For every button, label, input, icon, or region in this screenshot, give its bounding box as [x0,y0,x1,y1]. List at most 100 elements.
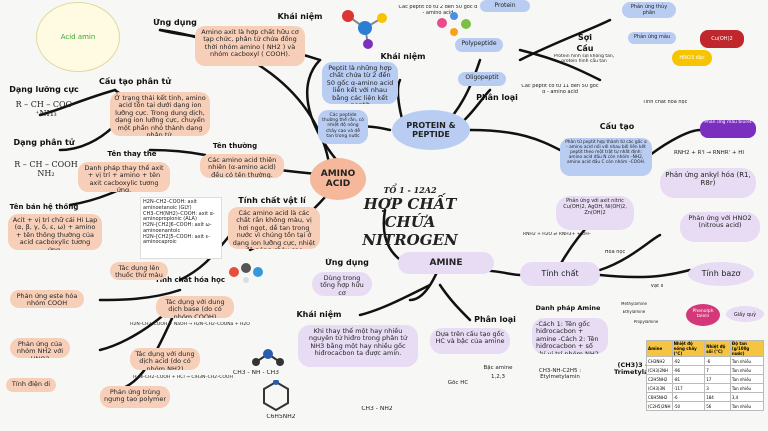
aa-phan-ung-este: Phản ứng este hóa nhóm COOH [10,290,84,308]
aa-tinh-chat-vat-li-text: Các amino acid là các chất rắn không màu… [228,207,320,249]
table-cell: Tan nhiều [729,356,765,366]
aa-tac-dung-kiem: Tác dụng lên thuốc thử màu [110,262,168,280]
bac-amine: Bậc amine [483,365,513,371]
amine-ex-ethyl: CH3-NH-C2H5 : Etylmetylamin [538,368,582,381]
aa-cau-tao-label: Cấu tạo phân tử [98,77,172,86]
table-cell: C6H5NH2 [646,392,673,402]
c6h5nh2-label: C6H5NH2 [266,414,296,420]
ethylamine-label: Ethylamine [622,310,646,314]
peptide-center[interactable]: PROTEIN & PEPTIDE [392,110,470,150]
peptide-center-label: PROTEIN & PEPTIDE [406,120,456,139]
protein-soi: Sợi [578,33,592,42]
polypeptide-molecule-icon [437,12,471,36]
cuoh2-node: Cu(OH)2 [700,30,744,48]
aa-cau-tao-text: Ở trạng thái kết tinh, amino acid tồn tạ… [110,92,210,136]
tinh-bazo-node[interactable]: Tính bazơ [688,262,754,286]
aa-tac-dung-acid: Tác dụng với dung dịch acid (do có nhóm … [130,348,200,370]
amine-hno2[interactable]: Phản ứng với HNO2 (nitrous acid) [680,212,760,242]
peptide-khai-niem-text: Peptit là những hợp chất chứa từ 2 đến 5… [322,62,398,104]
table-cell: (CH3)3N [646,383,673,393]
amine-muoi[interactable]: Phản ứng với axit nitric Cu(OH)2, AgOH, … [556,196,634,230]
table-cell: C2H5NH2 [646,374,673,384]
dang-luong-cuc-formula: R – CH – COO⁻⁺NH₃ [15,100,77,119]
ch3nh2-label: CH3 - NH2 [361,406,393,412]
peptide-khai-niem-label: Khái niệm [380,52,426,61]
aa-example-4: H2N–[CH2]5–COOH: axit ε-aminocaproic [143,233,211,246]
peptide-cau-tao-text: Phân tử peptit hợp thành từ các gốc α - … [560,138,652,176]
oligopeptit-node[interactable]: Oligopeptit [458,72,506,86]
amine-danh-phap-text: -Cách 1: Tên gốc hiđrocacbon + amine -Cá… [532,318,608,354]
mau-biuret-node[interactable]: Phản ứng màu biuret [700,120,756,138]
peptide-side-text: Các peptide thường thể rắn, có nhiệt độ … [318,110,368,144]
protein-node[interactable]: Protein [480,0,530,12]
main-title: TỔ 1 - 12A2 HỢP CHẤT CHỨA NITROGEN [340,185,480,249]
amino-acid-center[interactable]: AMINO ACID [310,158,366,200]
molecule-icon [342,10,387,49]
table-cell: -6 [671,392,706,402]
aa-example-1: H2N–CH2–COOH: axit aminoetanoic (GLY) [143,199,197,211]
amine-center[interactable]: AMINE [398,252,494,274]
table-header: Nhiệt độ sôi (°C) [704,340,731,357]
table-cell: (CH3)2NH [646,365,673,375]
hoa-hoc-label: Hóa học [604,250,626,255]
table-cell: 56 [704,401,731,411]
amine-phan-loai-text: Dựa trên cấu tạo gốc HC và bậc của amine [430,328,510,354]
oligo-text: Các peptit có từ 11 đến 50 gốc α - amino… [521,84,599,95]
peptide-top-text: Các peptit có từ 2 đến 50 gốc α - amino … [398,5,478,16]
aa-phan-ung-hno2: Phản ứng của nhóm NH2 với HNO2 [10,338,70,358]
aa-tinh-chat-hoa-hoc-label: Tính chất hóa học [154,276,226,284]
amine-danh-phap-label: Danh pháp Amine [535,305,601,312]
eq-ankyl: RNH2 + R'I → RNHR' + HI [673,150,744,156]
peptide-phan-loai-label: Phân loại [476,93,518,102]
table-header: Amine [646,340,673,357]
aa-ten-thuong-text: Các amino acid thiên nhiên (α-amino acid… [200,154,284,178]
goc-hc: Gốc HC [447,380,469,386]
table-cell: 3,4 [729,392,765,402]
title-group: TỔ 1 - 12A2 [383,185,437,195]
amine-tinh-chat[interactable]: Tính chất [520,262,600,286]
aa-ten-ban-he-label: Tên bán hệ thống [9,203,79,211]
aa-ten-ban-he-text: Acit + vị trí chữ cái Hi Lạp (α, β, γ, δ… [8,214,102,250]
peptide-cau-tao-label: Cấu tạo [599,122,635,131]
amino-acid-molecule-icon [229,263,263,283]
amine-ung-dung-text: Dùng trong tổng hợp hữu cơ [312,272,372,296]
amine-ankyl[interactable]: Phản ứng ankyl hóa (R1, R8r) [660,168,756,198]
phenolphtalein-chip: Phenolph talein [686,304,720,326]
protein-cau: Cầu [576,44,594,53]
polypeptide-node[interactable]: Polypeptide [455,38,503,52]
phan-ung-thuy-phan[interactable]: Phản ứng thủy phân [622,2,676,18]
amine-phan-loai-label: Phân loại [474,315,516,324]
aa-khai-niem-label: Khái niệm [277,12,323,21]
methylamine-label: Methylamine [621,302,647,306]
eq-base: RNH2 + H2O ⇌ RNH3+ + OH– [522,232,592,237]
table-cell: Tan nhiều [729,365,765,375]
table-cell: 7 [704,365,731,375]
amine-ex-trimethyl: (CH3)3 –N : Trimetylamin [614,362,662,377]
ch3nhch3-label: CH3 - NH - CH3 [233,370,279,376]
peptide-tinh-chat-label: Tính chất hóa học [642,100,688,105]
aa-ten-thay-the-text: Danh pháp thay thế axit + vị trí + amino… [78,162,170,192]
table-cell: CH3NH2 [646,356,673,366]
phan-ung-mau[interactable]: Phản ứng màu [628,32,676,44]
table-cell: 184 [704,392,731,402]
table-cell: Tan nhiều [729,383,765,393]
acid-amin-bubble: Acid amin [36,2,120,72]
aa-khai-niem-text: Amino axit là hợp chất hữu cơ tạp chức, … [195,26,305,66]
amine-properties-table: Amine Nhiệt độ nóng chảy (°C) Nhiệt độ s… [646,340,765,411]
propylamine-label: Propylamine [633,320,659,324]
table-cell: -96 [671,365,706,375]
aa-example-3: H2N–[CH2]6–COOH: axit ω-aminoenantoic [143,222,212,234]
aa-example-2: CH3–CH(NH2)–COOH: axit α-aminopropionic … [143,210,215,223]
benzene-icon [263,380,289,412]
table-cell: -81 [671,374,706,384]
table-cell: (C2H5)2NH [646,401,673,411]
protein-cau-text: Protein hình sợi không tan, protein hình… [553,54,615,65]
table-header: Độ tan (g/100g nước) [729,340,765,357]
table-cell: 3 [704,383,731,393]
aa-tac-dung-base: Tác dụng với dung dịch base (do có nhóm … [156,296,234,318]
